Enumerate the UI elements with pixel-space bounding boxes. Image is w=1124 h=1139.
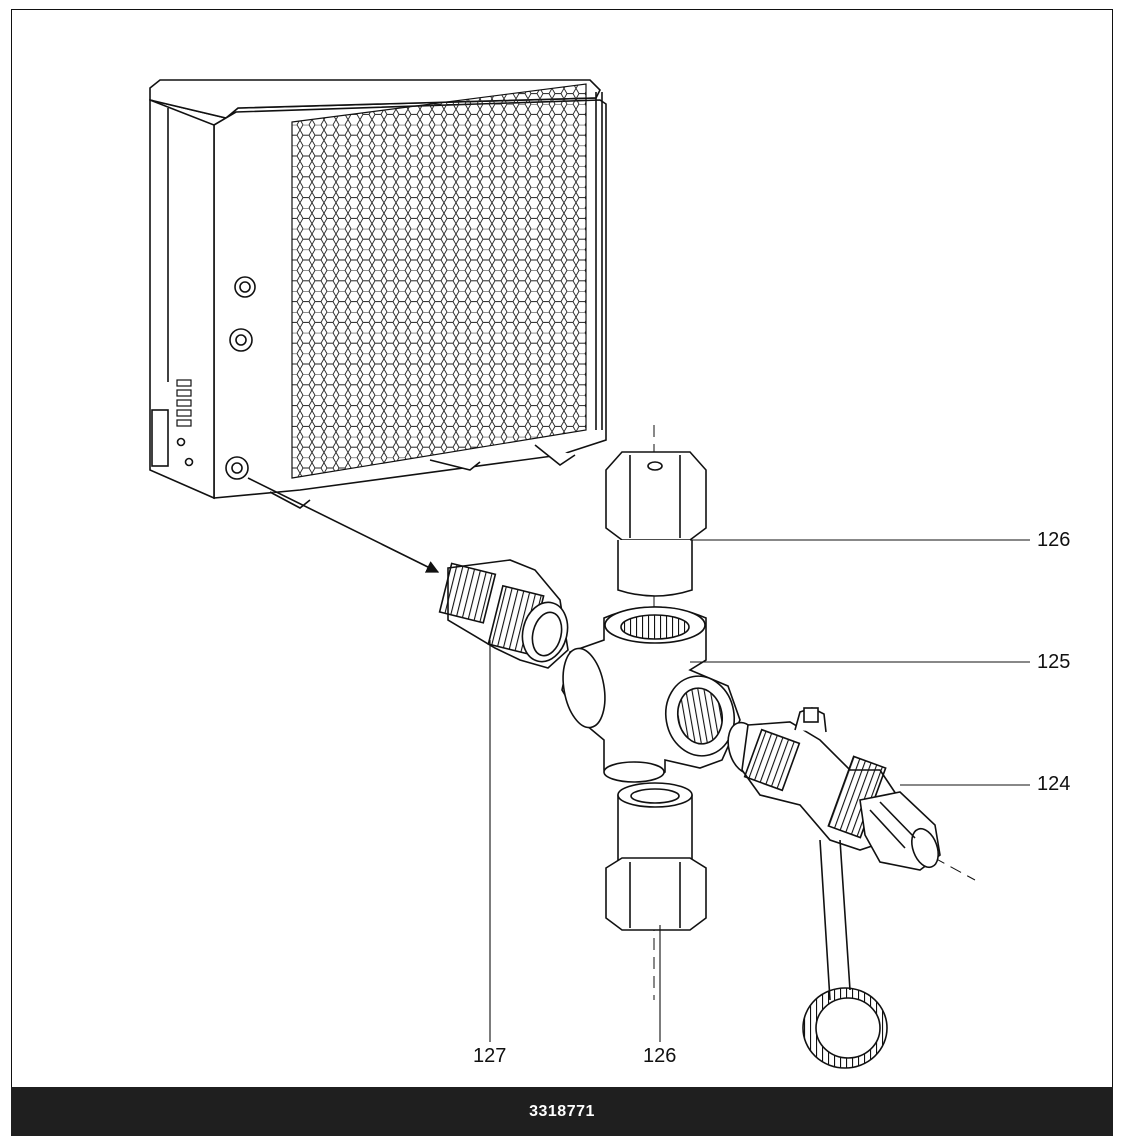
callout-126-top: 126 <box>1037 529 1071 551</box>
callout-127: 127 <box>473 1045 507 1067</box>
callout-125: 125 <box>1037 651 1071 673</box>
callout-124: 124 <box>1037 773 1071 795</box>
connection-arrow <box>247 477 440 573</box>
callout-126-bottom: 126 <box>643 1045 677 1067</box>
leader-lines <box>489 539 1030 1042</box>
part-124-ball-valve <box>727 707 941 1069</box>
part-126-top-cap <box>605 451 707 597</box>
footer-bar: 3318771 <box>11 1087 1113 1136</box>
heat-pump-unit <box>149 79 607 509</box>
part-127-nipple <box>438 559 569 669</box>
part-126-bottom-cap <box>605 782 707 931</box>
part-code: 3318771 <box>529 1103 595 1120</box>
part-125-cross <box>561 606 741 783</box>
